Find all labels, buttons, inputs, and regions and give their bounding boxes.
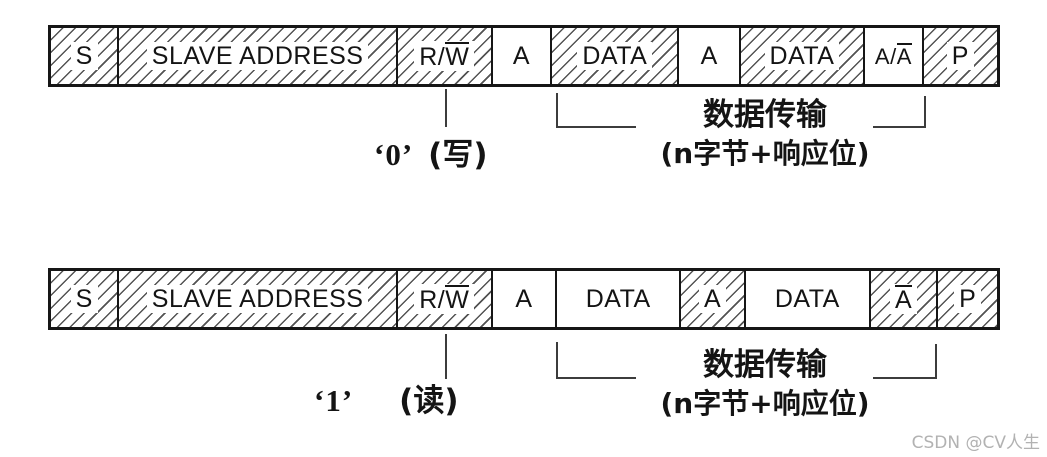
write-transfer-label: 数据传输 — [703, 97, 827, 133]
data-label: DATA — [769, 284, 845, 314]
read-cell-rw: R/W — [397, 271, 493, 327]
write-rw-pointer-line — [445, 89, 447, 127]
read-transfer-note: (n字节+响应位) — [660, 387, 870, 420]
read-cell-data1: DATA — [557, 271, 682, 327]
ack-label: A — [507, 41, 536, 71]
read-frame: S SLAVE ADDRESS R/W A DATA A DATA A P — [48, 268, 1000, 330]
read-rw-annotation: ‘1’ (读) — [314, 383, 459, 419]
write-transfer-bracket-left — [556, 93, 636, 128]
rw-label-text: R/W — [414, 40, 475, 72]
start-label: S — [70, 284, 98, 314]
read-transfer-bracket-right — [873, 344, 937, 379]
ack-label: A — [695, 41, 723, 71]
ack-label: A — [510, 284, 538, 314]
read-cell-ack1: A — [492, 271, 558, 327]
slave-address-label: SLAVE ADDRESS — [146, 41, 369, 71]
data-label: DATA — [577, 41, 653, 71]
data-label: DATA — [764, 41, 840, 71]
ack-label: A — [698, 284, 727, 314]
write-cell-data2: DATA — [740, 28, 866, 84]
read-cell-data2: DATA — [745, 271, 871, 327]
read-cell-nack: A — [870, 271, 939, 327]
write-rw-annotation: ‘0’ (写) — [374, 137, 488, 173]
read-transfer-bracket-left — [556, 342, 636, 379]
slave-address-label: SLAVE ADDRESS — [146, 284, 369, 314]
write-frame: S SLAVE ADDRESS R/W A DATA A DATA A/A P — [48, 25, 1000, 87]
write-cell-rw: R/W — [397, 28, 493, 84]
write-cell-stop: P — [923, 28, 997, 84]
read-transfer-label: 数据传输 — [703, 347, 827, 383]
stop-label: P — [954, 284, 982, 314]
w-overline: W — [445, 284, 470, 314]
write-rw-mode: (写) — [428, 137, 488, 173]
read-cell-ack2: A — [681, 271, 746, 327]
write-cell-ack2: A — [679, 28, 741, 84]
write-cell-start: S — [51, 28, 120, 84]
rw-label-text: R/W — [414, 283, 475, 315]
read-cell-slave-address: SLAVE ADDRESS — [119, 271, 398, 327]
write-transfer-bracket-right — [873, 96, 926, 128]
read-rw-pointer-line — [445, 334, 447, 379]
write-cell-slave-address: SLAVE ADDRESS — [119, 28, 398, 84]
write-transfer-note: (n字节+响应位) — [660, 137, 870, 170]
write-rw-bit-value: ‘0’ — [374, 137, 414, 172]
csdn-watermark: CSDN @CV人生 — [911, 433, 1040, 453]
read-rw-mode: (读) — [399, 383, 459, 419]
w-overline: W — [445, 41, 470, 71]
nack-label: A — [890, 283, 918, 315]
write-cell-data1: DATA — [552, 28, 680, 84]
read-rw-bit-value: ‘1’ — [314, 383, 354, 418]
a-overline: A — [895, 284, 913, 314]
write-cell-ack1: A — [492, 28, 553, 84]
a-overline: A — [896, 43, 912, 70]
start-label: S — [70, 41, 98, 71]
read-cell-stop: P — [938, 271, 997, 327]
write-cell-ack-nack: A/A — [865, 28, 924, 84]
data-label: DATA — [580, 284, 656, 314]
read-cell-start: S — [51, 271, 120, 327]
stop-label: P — [946, 41, 974, 71]
ack-nack-label: A/A — [871, 42, 915, 70]
